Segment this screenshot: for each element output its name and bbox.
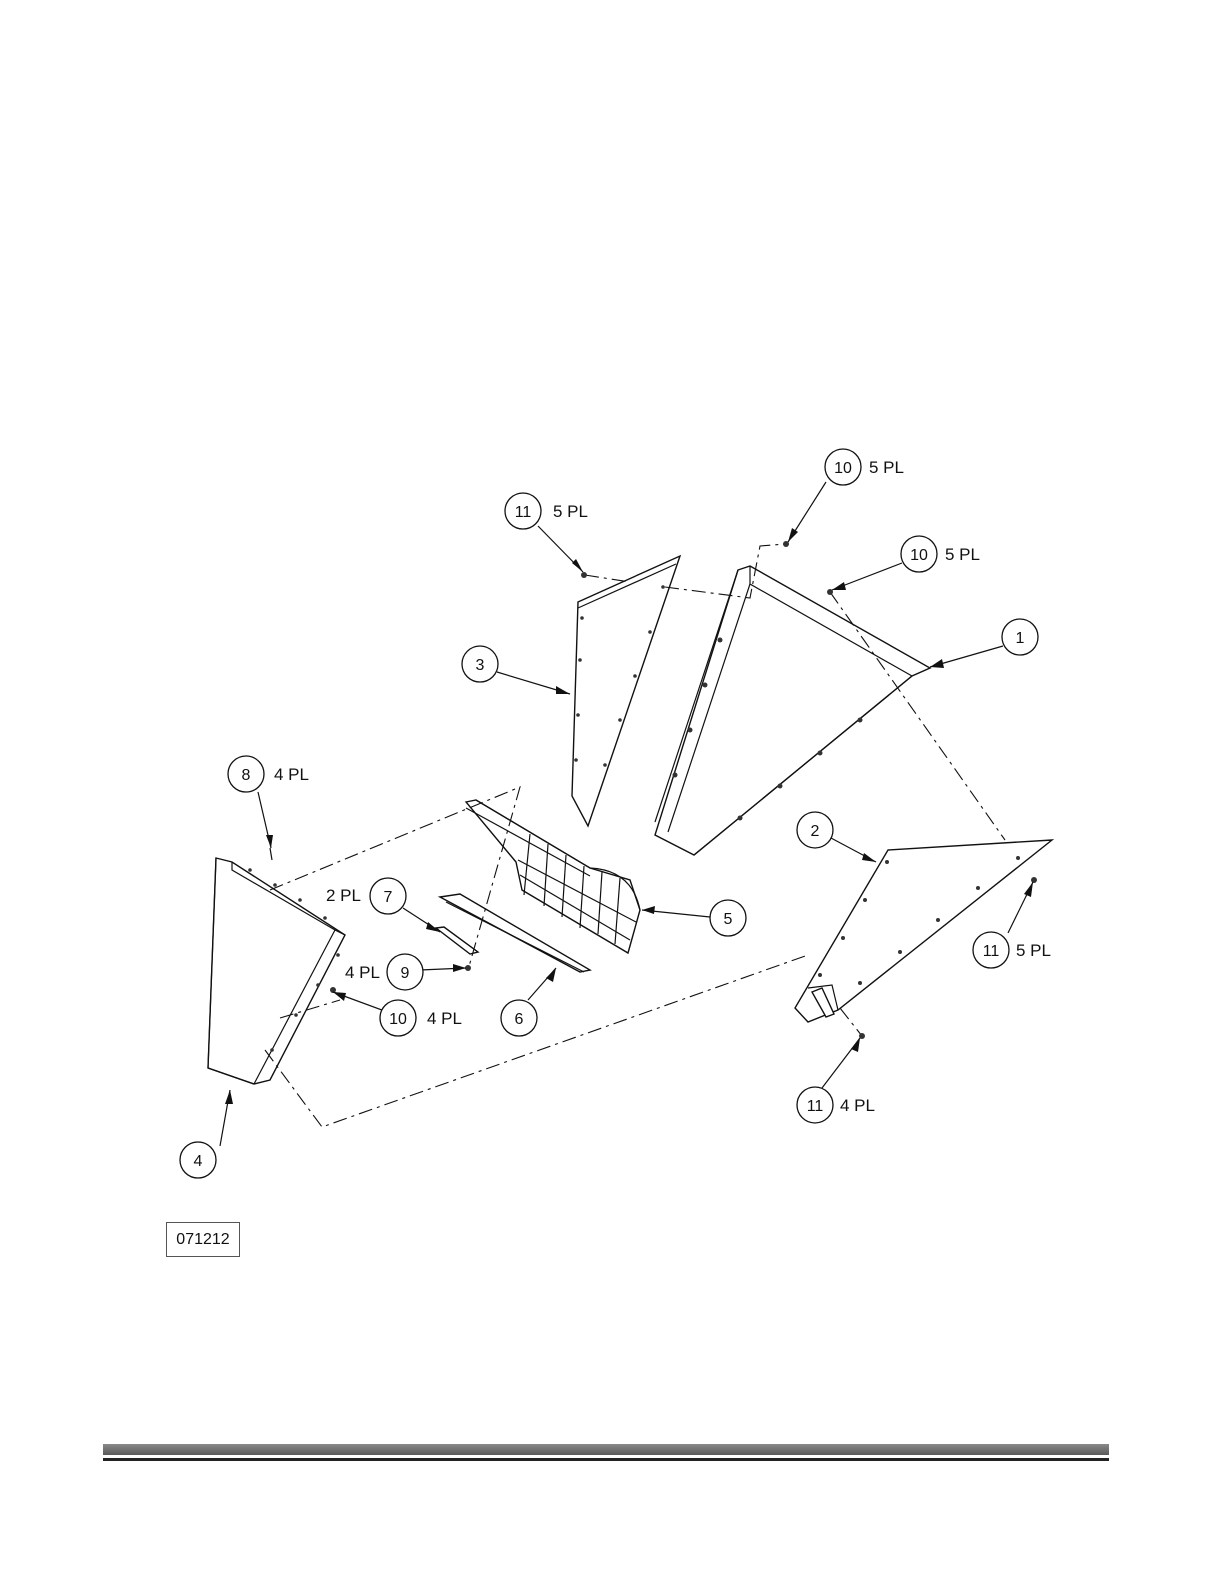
part-5-grate (466, 800, 640, 953)
callout-11-bottom-qty: 4 PL (840, 1096, 875, 1115)
footer-rule (103, 1444, 1109, 1455)
callout-bubble-11-top: 11 5 PL (505, 493, 588, 529)
callout-bubble-11-bottom: 11 4 PL (797, 1087, 875, 1123)
svg-text:8: 8 (242, 767, 251, 784)
callout-11-right-qty: 5 PL (1016, 941, 1051, 960)
callout-8-qty: 4 PL (274, 765, 309, 784)
callout-9-qty: 4 PL (345, 963, 380, 982)
callout-bubble-10-top: 10 5 PL (825, 449, 904, 485)
callout-bubble-7: 7 2 PL (326, 878, 406, 914)
svg-text:10: 10 (834, 460, 852, 477)
drawing-number: 071212 (166, 1222, 240, 1257)
callout-bubble-10-right: 10 5 PL (901, 536, 980, 572)
svg-text:1: 1 (1016, 630, 1025, 647)
part-3-panel (572, 556, 680, 826)
part-4-panel (208, 858, 345, 1084)
callout-bubble-11-right: 11 5 PL (973, 932, 1051, 968)
svg-text:4: 4 (194, 1153, 203, 1170)
svg-text:10: 10 (389, 1011, 407, 1028)
callout-7-qty: 2 PL (326, 886, 361, 905)
callout-bubble-6: 6 (501, 1000, 537, 1036)
callout-bubble-3: 3 (462, 646, 498, 682)
svg-text:3: 3 (476, 657, 485, 674)
callout-bubble-9: 9 4 PL (345, 954, 423, 990)
part-7-strip (436, 927, 478, 954)
callout-10-left-qty: 4 PL (427, 1009, 462, 1028)
svg-text:6: 6 (515, 1011, 524, 1028)
svg-text:11: 11 (515, 504, 532, 521)
callout-10-top-qty: 5 PL (869, 458, 904, 477)
callout-bubble-4: 4 (180, 1142, 216, 1178)
part-2-panel (795, 840, 1052, 1022)
callout-10-right-qty: 5 PL (945, 545, 980, 564)
callout-bubble-8: 8 4 PL (228, 756, 309, 792)
callout-bubble-1: 1 (1002, 619, 1038, 655)
svg-text:11: 11 (983, 943, 1000, 960)
footer-rule-thin (103, 1458, 1109, 1461)
callout-bubble-2: 2 (797, 812, 833, 848)
callout-bubble-10-left: 10 4 PL (380, 1000, 462, 1036)
callout-11-top-qty: 5 PL (553, 502, 588, 521)
svg-text:5: 5 (724, 911, 733, 928)
svg-text:10: 10 (910, 547, 928, 564)
part-1-panel (655, 566, 930, 855)
svg-text:7: 7 (384, 889, 393, 906)
svg-text:11: 11 (807, 1098, 824, 1115)
callout-bubble-5: 5 (710, 900, 746, 936)
svg-text:2: 2 (811, 823, 820, 840)
svg-text:9: 9 (401, 965, 410, 982)
